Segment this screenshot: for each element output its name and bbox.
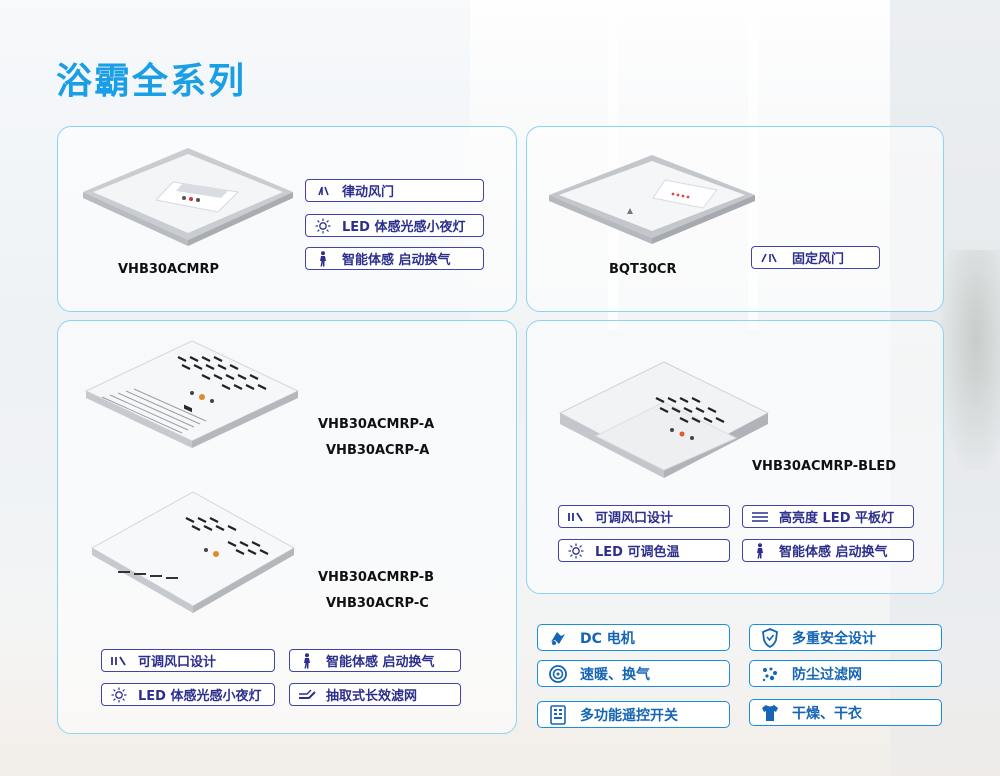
model-vhb30acmrp-bled: VHB30ACMRP-BLED [752, 459, 897, 474]
feature-label: 可调风口设计 [138, 655, 217, 670]
swirl-icon [548, 664, 568, 684]
common-feature-label: 多功能遥控开关 [580, 707, 678, 724]
common-multi-safety: 多重安全设计 [749, 624, 942, 651]
common-remote-switch: 多功能遥控开关 [537, 701, 730, 728]
feature-label: 固定风门 [792, 252, 845, 267]
common-feature-label: 多重安全设计 [792, 630, 876, 647]
adjustable-vent-icon [110, 653, 128, 669]
person-walking-icon [298, 652, 316, 669]
model-vhb30acrp-a: VHB30ACRP-A [326, 443, 430, 458]
page-title: 浴霸全系列 [56, 61, 247, 102]
common-dc-motor: DC 电机 [537, 624, 730, 651]
device-image-bqt30cr [549, 155, 755, 244]
feature-smart-sensor: 智能体感 启动换气 [305, 247, 484, 270]
feature-label: 智能体感 启动换气 [342, 253, 451, 268]
motor-icon [548, 628, 568, 648]
feature-smart-sensor-2: 智能体感 启动换气 [289, 649, 461, 672]
filter-drawer-icon [298, 687, 316, 703]
model-vhb30acrp-c: VHB30ACRP-C [326, 596, 429, 611]
feature-led-panel-light: 高亮度 LED 平板灯 [742, 505, 914, 528]
model-vhb30acmrp: VHB30ACMRP [118, 262, 220, 277]
common-heat-ventilate: 速暖、换气 [537, 660, 730, 687]
dust-icon [760, 664, 780, 684]
common-dry-clothes: 干燥、干衣 [749, 699, 942, 726]
model-vhb30acmrp-b: VHB30ACMRP-B [318, 570, 435, 585]
person-walking-icon [314, 250, 332, 267]
feature-fixed-damper: 固定风门 [751, 246, 880, 269]
feature-label: LED 体感光感小夜灯 [138, 689, 262, 704]
feature-removable-filter: 抽取式长效滤网 [289, 683, 461, 706]
feature-label: 高亮度 LED 平板灯 [779, 511, 895, 526]
feature-rhythm-damper: 律动风门 [305, 179, 484, 202]
sun-icon [567, 543, 585, 559]
shield-icon [760, 627, 780, 648]
person-walking-icon [751, 542, 769, 559]
common-feature-label: 防尘过滤网 [792, 666, 862, 683]
device-image-vhb30acmrp-b [90, 491, 296, 613]
feature-led-night-light: LED 体感光感小夜灯 [305, 214, 484, 237]
feature-led-color-temp: LED 可调色温 [558, 539, 730, 562]
device-image-vhb30acmrp-a [84, 340, 300, 448]
common-feature-label: DC 电机 [580, 630, 635, 647]
model-bqt30cr: BQT30CR [609, 262, 677, 277]
common-feature-label: 干燥、干衣 [792, 705, 862, 722]
feature-label: 智能体感 启动换气 [326, 655, 435, 670]
panel-light-icon [751, 509, 769, 525]
feature-label: 可调风口设计 [595, 511, 674, 526]
adjustable-vent-icon [567, 509, 585, 525]
feature-label: LED 体感光感小夜灯 [342, 220, 466, 235]
rhythm-damper-icon [314, 183, 332, 199]
common-feature-label: 速暖、换气 [580, 666, 650, 683]
feature-adjustable-vent: 可调风口设计 [101, 649, 275, 672]
device-image-vhb30acmrp [83, 148, 293, 246]
remote-control-icon [548, 704, 568, 725]
sun-icon [110, 687, 128, 703]
feature-label: 律动风门 [342, 185, 395, 200]
feature-label: 智能体感 启动换气 [779, 545, 888, 560]
sun-icon [314, 218, 332, 234]
feature-label: 抽取式长效滤网 [326, 689, 418, 704]
shirt-icon [760, 703, 780, 723]
background-plant [940, 250, 1000, 470]
fixed-damper-icon [760, 250, 778, 266]
device-image-vhb30acmrp-bled [558, 361, 770, 478]
feature-led-night-light-2: LED 体感光感小夜灯 [101, 683, 275, 706]
feature-label: LED 可调色温 [595, 545, 680, 560]
model-vhb30acmrp-a: VHB30ACMRP-A [318, 417, 435, 432]
feature-adjustable-vent-2: 可调风口设计 [558, 505, 730, 528]
feature-smart-sensor-3: 智能体感 启动换气 [742, 539, 914, 562]
common-dust-filter: 防尘过滤网 [749, 660, 942, 687]
